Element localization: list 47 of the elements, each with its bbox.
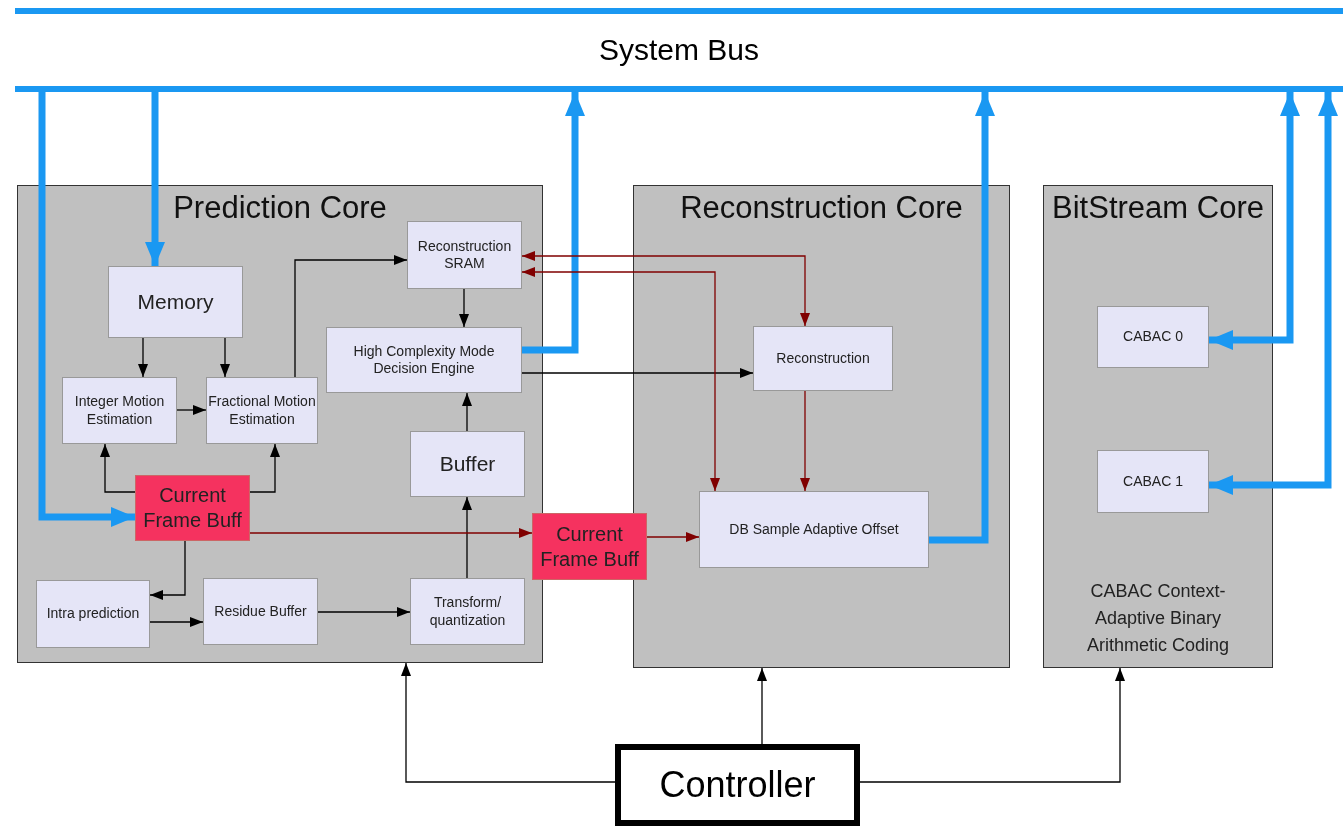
arrow <box>317 607 411 617</box>
arrow <box>294 255 408 378</box>
arrow <box>149 617 204 627</box>
process-box: Fractional Motion Estimation <box>206 377 318 444</box>
process-box: Memory <box>108 266 243 338</box>
core-panel <box>17 185 543 663</box>
arrow <box>462 496 472 579</box>
system-bus-band <box>15 8 1343 92</box>
process-box: Reconstruction SRAM <box>407 221 522 289</box>
arrow <box>521 267 720 492</box>
arrow <box>459 288 469 328</box>
process-box: Integer Motion Estimation <box>62 377 177 444</box>
arrow <box>521 251 810 327</box>
bus-arrow <box>929 92 995 544</box>
arrow <box>176 405 207 415</box>
arrow <box>100 443 136 493</box>
arrow <box>249 443 280 493</box>
arrow <box>521 368 754 378</box>
arrow <box>149 540 186 600</box>
core-title: BitStream Core <box>1051 190 1265 226</box>
process-box: Transform/ quantization <box>410 578 525 645</box>
frame-buffer-box: Current Frame Buff <box>135 475 250 541</box>
core-panel <box>1043 185 1273 668</box>
process-box: Reconstruction <box>753 326 893 391</box>
arrow <box>757 667 767 745</box>
process-box: DB Sample Adaptive Offset <box>699 491 929 568</box>
frame-buffer-box: Current Frame Buff <box>532 513 647 580</box>
arrow <box>462 392 472 432</box>
arrow <box>800 390 810 492</box>
process-box: Residue Buffer <box>203 578 318 645</box>
controller-box: Controller <box>615 744 860 826</box>
arrow <box>249 528 533 538</box>
arrow <box>220 337 230 378</box>
process-box: Intra prediction <box>36 580 150 648</box>
arrow <box>138 337 148 378</box>
arrow <box>859 667 1125 783</box>
arrow <box>401 662 616 783</box>
process-box: High Complexity Mode Decision Engine <box>326 327 522 393</box>
core-title: Prediction Core <box>172 190 388 226</box>
process-box: Buffer <box>410 431 525 497</box>
process-box: CABAC 0 <box>1097 306 1209 368</box>
core-note: CABAC Context-Adaptive Binary Arithmetic Coding <box>1085 580 1231 657</box>
process-box: CABAC 1 <box>1097 450 1209 513</box>
arrow <box>646 532 700 542</box>
bus-arrow <box>38 92 135 527</box>
bus-label: System Bus <box>598 33 760 67</box>
core-title: Reconstruction Core <box>679 190 964 226</box>
